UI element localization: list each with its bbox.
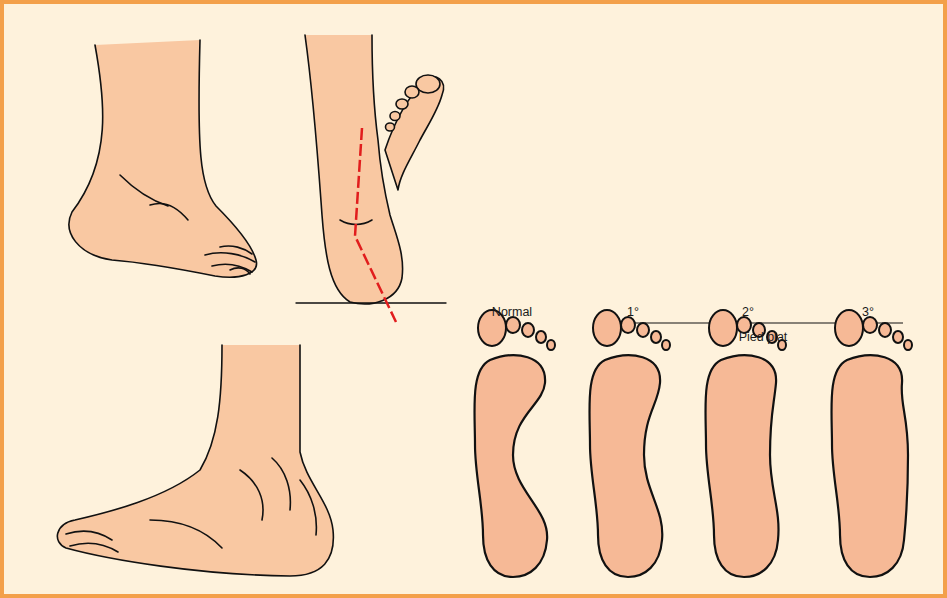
toe-print [709,310,737,346]
footprint [705,310,786,577]
toe-print [621,317,635,333]
foot-rear-view [296,35,446,304]
toe-print [863,317,877,333]
toe-print [506,317,520,333]
toe-print [651,331,661,343]
flat-foot-side-view [57,345,333,576]
grade-label: 3° [862,306,874,319]
axis-line [355,128,396,322]
grade-label: 1° [627,306,639,319]
toe-print [879,323,891,337]
toe-print [904,340,912,350]
toe-print [536,331,546,343]
toe-print [547,340,555,350]
toe-print [662,340,670,350]
footprints [474,310,912,577]
footprint [831,310,912,577]
footprint [589,310,670,577]
footprint [474,310,555,577]
sole-print [474,355,547,577]
group-label: Pied plat [739,331,788,344]
toe-print [522,323,534,337]
foot-side-view [69,40,256,277]
toe-print [893,331,903,343]
toe-print [835,310,863,346]
toe-print [637,323,649,337]
sole-print [831,355,908,577]
sole-print [705,355,778,577]
grade-label: Normal [492,306,532,319]
sole-print [589,355,662,577]
grade-label: 2° [742,306,754,319]
toe-print [593,310,621,346]
